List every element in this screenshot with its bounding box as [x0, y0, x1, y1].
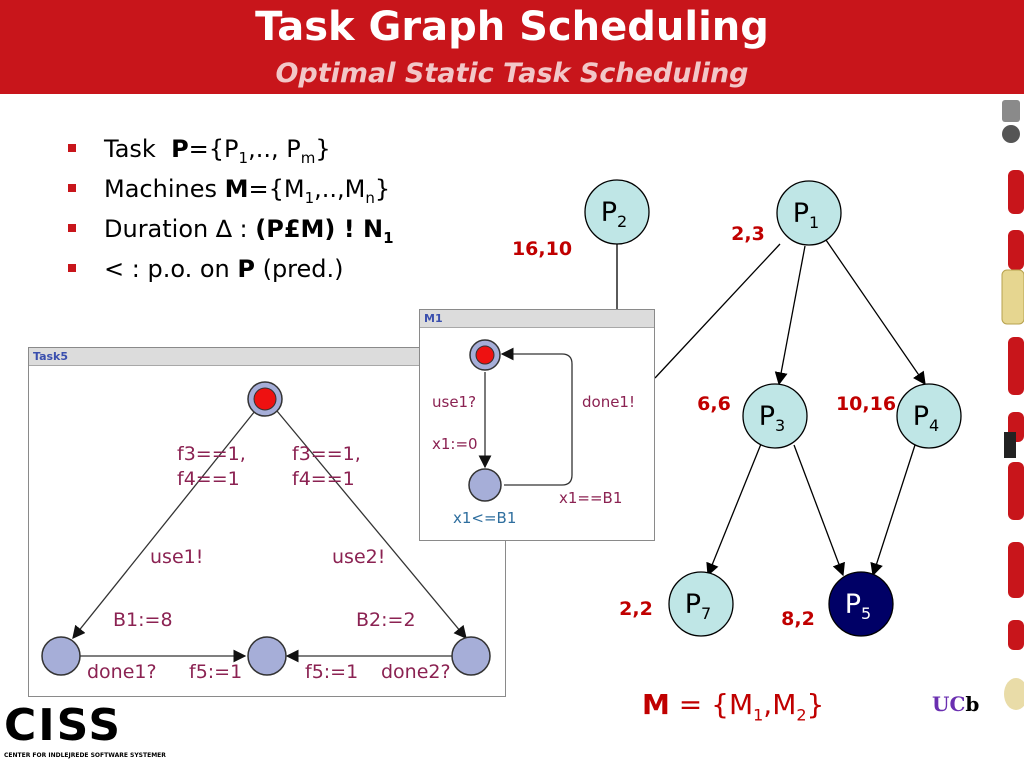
bullet-task: Task P={P1,.., Pm} — [66, 132, 394, 172]
red-letters-decoration — [1008, 170, 1024, 650]
task-node-weight: 2,2 — [619, 598, 653, 620]
sync-left: use1! — [150, 546, 203, 568]
task-node-circle — [742, 383, 808, 449]
bullet-machines: Machines M={M1,..,Mn} — [66, 172, 394, 212]
bottom-label-4: done2? — [381, 661, 451, 683]
edge-p1-left — [654, 243, 781, 379]
location-right — [451, 636, 491, 676]
graph-edges — [616, 239, 926, 577]
guard-left-2: f4==1 — [177, 468, 240, 490]
m1-initial-location-core — [475, 345, 495, 365]
guard-left-1: f3==1, — [177, 443, 246, 465]
task-node-circle — [896, 383, 962, 449]
assign-left: B1:=8 — [113, 609, 173, 631]
robot-icon — [1002, 100, 1020, 143]
m1-busy-location — [468, 468, 502, 502]
edge-p1-p4 — [825, 239, 926, 386]
initial-location-core — [253, 387, 277, 411]
task-node-label: P5 — [845, 589, 871, 623]
task5-window-title: Task5 — [29, 348, 505, 366]
task-node-weight: 6,6 — [697, 393, 731, 415]
location-left — [41, 636, 81, 676]
slide-title: Task Graph Scheduling — [255, 4, 769, 50]
task-node-label: P1 — [793, 198, 819, 232]
task-node-label: P7 — [685, 589, 711, 623]
task-node-circle — [776, 180, 842, 246]
location-mid — [247, 636, 287, 676]
task-node-weight: 10,16 — [836, 393, 896, 415]
task-node-p4: P4 10,16 — [836, 383, 962, 449]
ucb-logo: UCb — [932, 692, 980, 716]
phone-icon — [1004, 432, 1016, 458]
task-node-weight: 16,10 — [512, 238, 572, 260]
guard-right-2: f4==1 — [292, 468, 355, 490]
edge-p4-p5 — [870, 444, 916, 577]
task-node-p1: P1 2,3 — [731, 180, 842, 246]
sync-right: use2! — [332, 546, 385, 568]
assign-right: B2:=2 — [356, 609, 416, 631]
task-node-p2: P2 16,10 — [512, 179, 650, 260]
m1-guard-label: x1==B1 — [559, 489, 622, 507]
title-banner — [0, 0, 1024, 94]
task-node-circle — [828, 571, 894, 637]
edge-p3-p7 — [706, 443, 762, 577]
task-node-label: P2 — [601, 197, 627, 231]
guard-right-1: f3==1, — [292, 443, 361, 465]
ciss-logo: CISS — [4, 700, 123, 751]
bottom-label-3: f5:=1 — [305, 661, 358, 683]
bullet-order: < : p.o. on P (pred.) — [66, 252, 394, 292]
m1-automaton: use1? x1:=0 done1! x1==B1 x1<=B1 — [432, 339, 635, 527]
chip-icon — [1001, 269, 1024, 325]
m1-done-label: done1! — [582, 393, 635, 411]
edge-busy-idle — [500, 347, 573, 486]
task-node-circle — [668, 571, 734, 637]
task-node-p3: P3 6,6 — [697, 383, 808, 449]
ciss-logo-subtitle: CENTER FOR INDLEJREDE SOFTWARE SYSTEMER — [4, 752, 166, 759]
edge-top-left — [72, 410, 256, 640]
bottom-label-1: done1? — [87, 661, 157, 683]
m1-window-title: M1 — [420, 310, 654, 328]
task-node-label: P3 — [759, 401, 785, 435]
task-node-label: P4 — [913, 401, 939, 435]
bottom-label-2: f5:=1 — [189, 661, 242, 683]
m1-invariant-label: x1<=B1 — [453, 509, 516, 527]
bullet-list: Task P={P1,.., Pm} Machines M={M1,..,Mn}… — [66, 132, 394, 292]
machines-set: M = {M1,M2} — [642, 688, 825, 725]
task-node-weight: 8,2 — [781, 608, 815, 630]
edge-p3-p5 — [793, 444, 845, 577]
m1-use-label: use1? — [432, 393, 476, 411]
bullet-duration: Duration ∆ : (P£M) ! N1 — [66, 212, 394, 252]
task-node-circle — [584, 179, 650, 245]
figure-icon — [1004, 678, 1024, 710]
edge-top-right — [276, 410, 467, 639]
task-node-p7: P7 2,2 — [619, 571, 734, 637]
edge-p1-p3 — [774, 245, 806, 386]
slide-subtitle: Optimal Static Task Scheduling — [275, 58, 749, 89]
m1-reset-label: x1:=0 — [432, 435, 478, 453]
m1-window[interactable]: M1 use1? x1:=0 done1! x1==B1 x1<=B1 — [419, 309, 655, 541]
task5-automaton: f3==1, f4==1 f3==1, f4==1 use1! use2! B1… — [41, 381, 491, 683]
task-node-p5: P5 8,2 — [781, 571, 894, 637]
right-edge-decoration — [1001, 100, 1024, 710]
task-node-weight: 2,3 — [731, 223, 765, 245]
